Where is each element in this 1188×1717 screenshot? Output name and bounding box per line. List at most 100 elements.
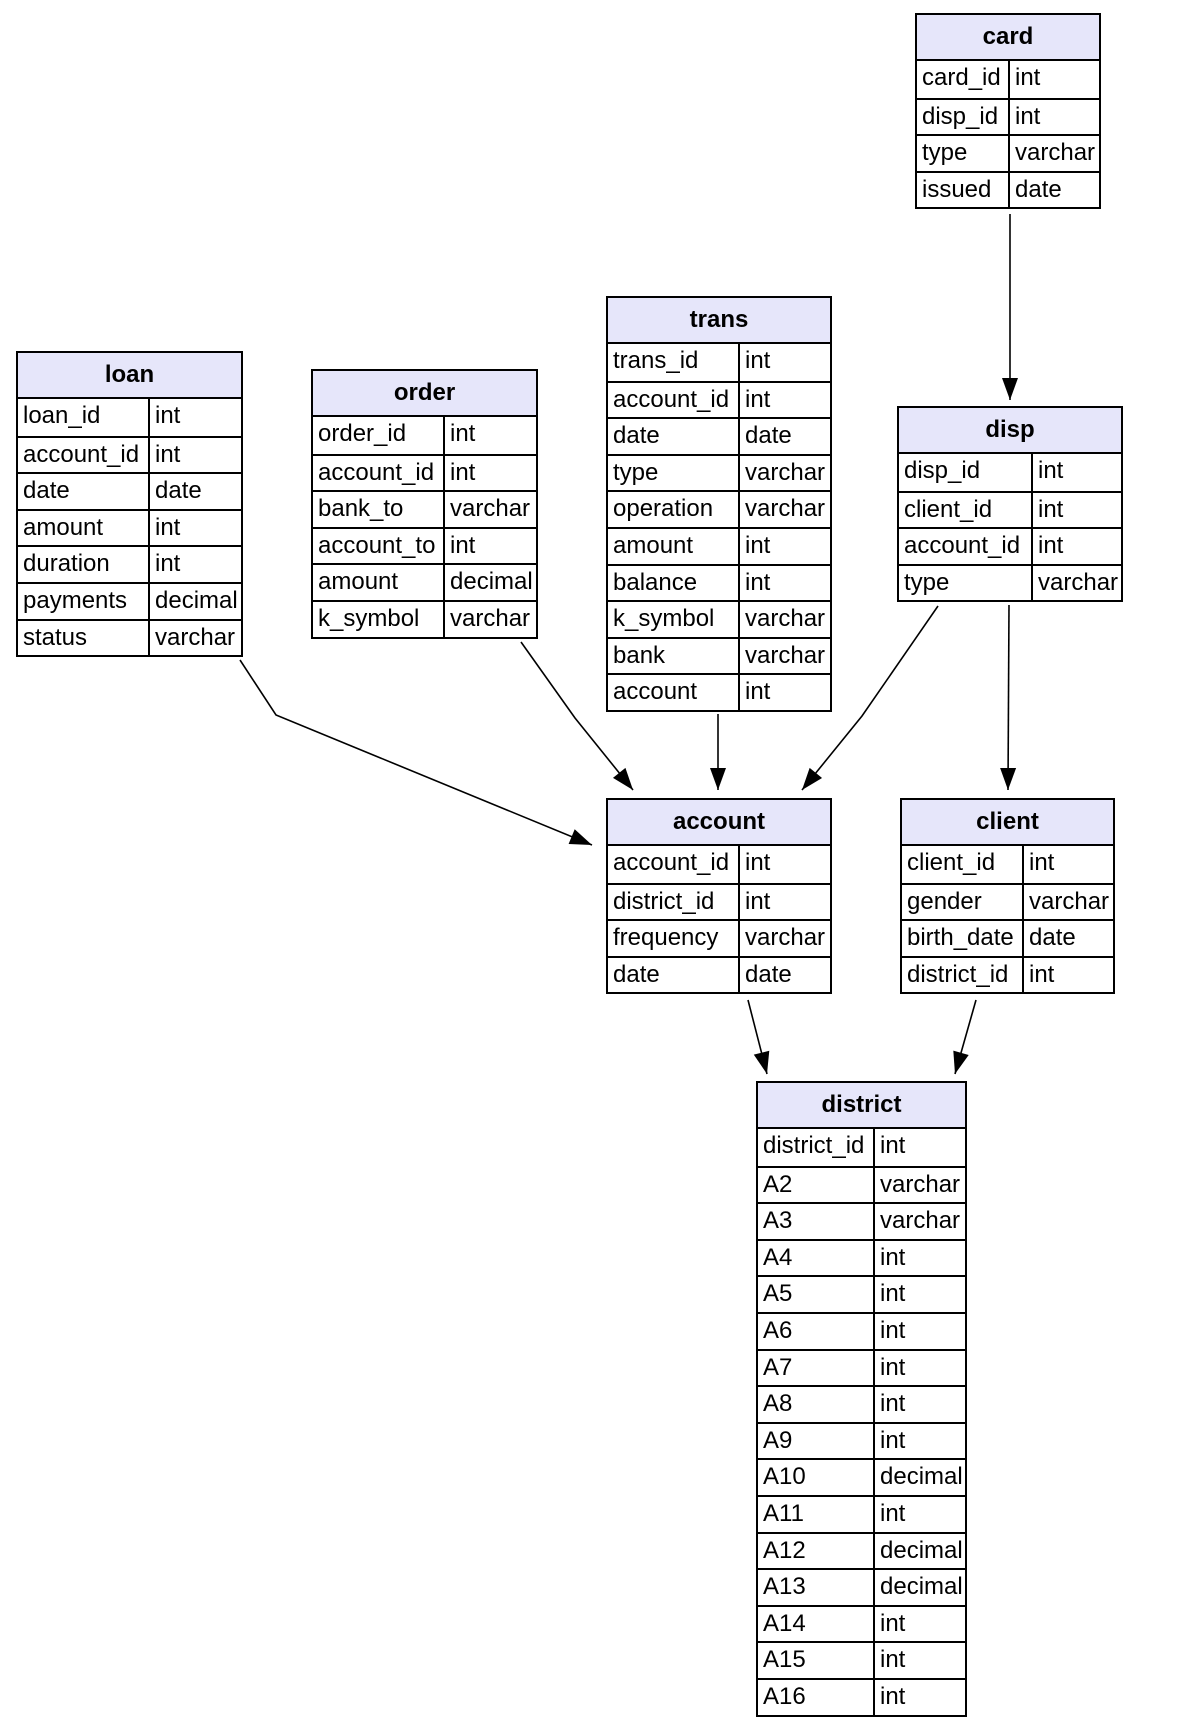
column-type: decimal: [880, 1536, 963, 1564]
edge-client-to-district: [953, 999, 977, 1075]
column-type: varchar: [1015, 139, 1096, 167]
column-name: k_symbol: [313, 601, 445, 637]
column-name: client_id: [902, 846, 1024, 883]
column-name: type: [899, 565, 1033, 601]
column-name: A12: [758, 1533, 875, 1569]
column-type: int: [880, 1132, 906, 1159]
arrowhead: [802, 767, 823, 790]
column-type: varchar: [1029, 887, 1110, 915]
column-name: birth_date: [902, 921, 1024, 956]
column-type: date: [155, 477, 202, 505]
table-title: client: [902, 800, 1113, 846]
column-name: account: [608, 675, 740, 710]
column-type: int: [450, 531, 476, 559]
column-name: order_id: [313, 417, 445, 454]
column-type: int: [745, 887, 771, 915]
table-title: loan: [18, 353, 241, 399]
column-type: varchar: [1038, 568, 1119, 596]
table-title: trans: [608, 298, 830, 344]
column-name: trans_id: [608, 344, 740, 381]
column-type: int: [155, 440, 181, 468]
column-type: int: [880, 1426, 906, 1454]
column-name: loan_id: [18, 399, 150, 436]
column-name: account_id: [18, 437, 150, 473]
column-name: amount: [608, 528, 740, 564]
column-name: A10: [758, 1460, 875, 1495]
table-title: order: [313, 371, 536, 417]
table-title: card: [917, 15, 1099, 61]
column-name: A4: [758, 1240, 875, 1276]
column-type: int: [1015, 64, 1041, 91]
arrowhead: [753, 1050, 770, 1074]
table-title: district: [758, 1083, 965, 1129]
column-type: int: [450, 420, 476, 447]
column-type: int: [880, 1499, 906, 1527]
column-type: decimal: [155, 586, 238, 614]
column-name: A5: [758, 1277, 875, 1312]
column-name: frequency: [608, 921, 740, 956]
column-name: issued: [917, 172, 1010, 208]
column-type: int: [880, 1316, 906, 1344]
column-name: account_id: [608, 846, 740, 883]
column-type: int: [1029, 849, 1055, 876]
column-name: amount: [18, 510, 150, 546]
column-type: int: [1015, 102, 1041, 130]
column-type: int: [1038, 532, 1064, 560]
arrowhead: [568, 829, 592, 845]
column-name: district_id: [902, 957, 1024, 993]
column-type: varchar: [450, 495, 531, 523]
edge-trans-to-account: [710, 714, 726, 790]
column-name: A16: [758, 1679, 875, 1715]
column-name: date: [608, 419, 740, 454]
column-type: varchar: [155, 623, 236, 651]
column-name: status: [18, 620, 150, 656]
column-type: int: [745, 385, 771, 413]
column-type: int: [155, 513, 181, 541]
column-type: decimal: [880, 1573, 963, 1601]
column-name: balance: [608, 565, 740, 601]
column-name: disp_id: [917, 99, 1010, 135]
column-name: A14: [758, 1606, 875, 1642]
column-name: A6: [758, 1313, 875, 1349]
column-name: A15: [758, 1643, 875, 1678]
edge-account-to-district: [747, 999, 770, 1075]
column-name: operation: [608, 492, 740, 527]
column-type: date: [745, 960, 792, 988]
column-type: int: [1029, 960, 1055, 988]
column-name: duration: [18, 547, 150, 582]
column-name: A11: [758, 1496, 875, 1532]
column-name: account_id: [608, 382, 740, 418]
column-type: int: [745, 849, 771, 876]
